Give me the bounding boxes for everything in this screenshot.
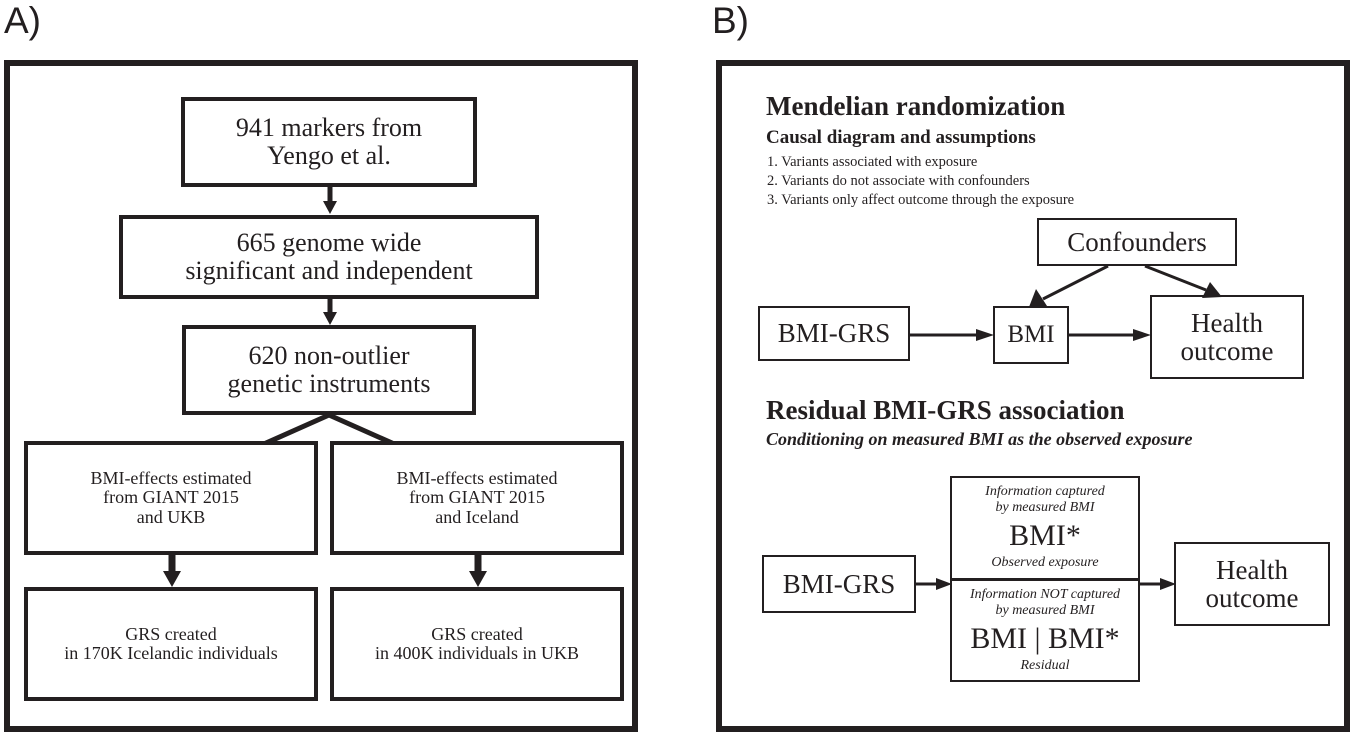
arrow-bmieffects-right-to-grs-right [469,555,487,587]
residual-captured-cell: Information captured by measured BMI BMI… [952,478,1138,581]
residual-notcaptured-term: BMI | BMI* [970,621,1120,655]
arrow-residual-split-to-outcome [1140,578,1176,590]
arrow-grs-to-bmi [910,329,994,341]
residual-outcome-line-2: outcome [1205,583,1299,613]
residual-title: Residual BMI-GRS association [766,395,1125,425]
residual-notcaptured-footer: Residual [1020,657,1070,673]
residual-node-bmi-grs: BMI-GRS [762,555,916,613]
residual-notcaptured-caption-line-2: by measured BMI [995,602,1095,618]
markers-box-line-1: 941 markers from [235,112,423,142]
genomewide-box-line-1: 665 genome wide [236,227,422,257]
panel-a-label: A) [4,0,41,41]
arrow-bmieffects-left-to-grs-left [163,555,181,587]
grs-left-line-2: in 170K Icelandic individuals [64,643,278,663]
residual-captured-term: BMI* [1009,519,1081,553]
bmi-effects-right-line-3: and Iceland [435,506,519,527]
mr-outcome-line-1: Health [1191,307,1263,338]
mr-assumption-3: 3. Variants only affect outcome through … [767,192,1075,208]
instruments-box-line-2: genetic instruments [227,369,431,398]
markers-box: 941 markers from Yengo et al. [181,97,477,187]
residual-subtitle: Conditioning on measured BMI as the obse… [766,429,1193,449]
mr-node-confounders: Confounders [1037,218,1237,266]
mr-outcome-line-2: outcome [1180,336,1274,366]
panel-b-label: B) [712,0,749,41]
bmi-effects-left-line-1: BMI-effects estimated [90,467,252,488]
mr-title: Mendelian randomization [766,91,1066,121]
residual-node-split: Information captured by measured BMI BMI… [950,476,1140,682]
grs-right-line-2: in 400K individuals in UKB [374,643,579,663]
bmi-effects-right-box: BMI-effects estimated from GIANT 2015 an… [330,441,624,555]
instruments-box: 620 non-outlier genetic instruments [182,325,476,415]
arrow-markers-to-genomewide [323,187,337,214]
mr-node-health-outcome: Health outcome [1150,295,1304,379]
bmi-effects-left-line-3: and UKB [136,506,206,527]
panel-b-frame: Mendelian randomization Causal diagram a… [716,60,1350,732]
residual-node-health-outcome: Health outcome [1174,542,1330,626]
mr-assumption-2: 2. Variants do not associate with confou… [767,173,1030,189]
bmi-effects-right-line-2: from GIANT 2015 [409,487,545,508]
panel-a-frame: 941 markers from Yengo et al. 665 genome… [4,60,638,732]
residual-outcome-line-1: Health [1216,554,1288,585]
bmi-effects-left-box: BMI-effects estimated from GIANT 2015 an… [24,441,318,555]
mr-node-bmi-grs: BMI-GRS [758,306,910,361]
residual-captured-caption-line-1: Information captured [985,484,1105,500]
mr-node-bmi: BMI [993,306,1069,364]
markers-box-line-2: Yengo et al. [267,141,391,170]
residual-captured-caption-line-2: by measured BMI [995,500,1095,516]
residual-notcaptured-cell: Information NOT captured by measured BMI… [952,581,1138,681]
arrow-genomewide-to-instruments [323,299,337,325]
genomewide-box: 665 genome wide significant and independ… [119,215,539,299]
residual-notcaptured-caption-line-1: Information NOT captured [969,586,1121,602]
grs-left-line-1: GRS created [125,623,217,644]
arrow-bmi-to-outcome [1069,329,1151,341]
grs-right-line-1: GRS created [431,623,523,644]
bmi-effects-left-line-2: from GIANT 2015 [103,487,239,508]
instruments-box-line-1: 620 non-outlier [248,340,410,370]
bmi-effects-right-line-1: BMI-effects estimated [396,467,558,488]
mr-subtitle: Causal diagram and assumptions [766,127,1036,148]
grs-right-box: GRS created in 400K individuals in UKB [330,587,624,701]
grs-left-box: GRS created in 170K Icelandic individual… [24,587,318,701]
arrow-residual-grs-to-split [916,578,952,590]
residual-captured-footer: Observed exposure [991,555,1099,571]
genomewide-box-line-2: significant and independent [185,256,473,285]
mr-assumption-1: 1. Variants associated with exposure [767,154,978,170]
